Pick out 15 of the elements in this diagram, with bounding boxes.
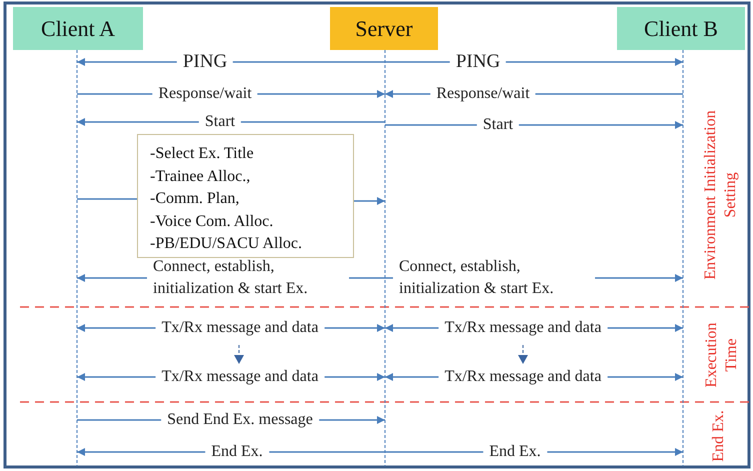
list-item-text: -Trainee Alloc., (150, 166, 250, 186)
settings-list-box (137, 134, 354, 258)
participant-header: Client B (617, 7, 745, 50)
participant-lifeline (13, 7, 143, 466)
message-arrow (354, 197, 385, 205)
phase-label: Execution Time (702, 322, 741, 390)
phase-label: End Ex. (709, 409, 728, 464)
list-item-text: -Select Ex. Title (150, 144, 254, 164)
list-item-text: -Comm. Plan, (150, 189, 240, 209)
phase-label: Environment Initialization Setting (701, 109, 740, 282)
participant-header: Client A (13, 7, 143, 50)
participant-header: Server (330, 7, 438, 50)
list-item-text: -Voice Com. Alloc. (150, 212, 274, 232)
list-item-text: -PB/EDU/SACU Alloc. (150, 234, 302, 254)
participant-lifeline (617, 7, 745, 466)
